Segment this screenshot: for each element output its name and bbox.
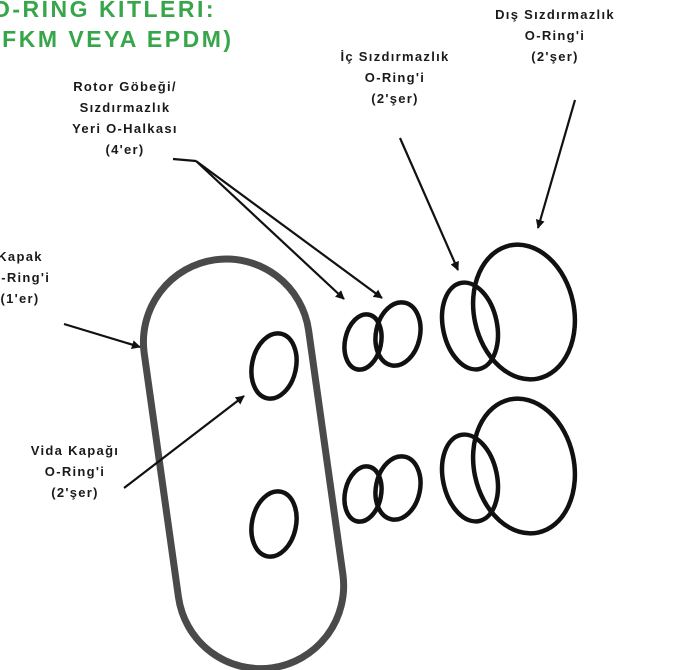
label-rotor-hub-line-1: Rotor Göbeği/ — [73, 79, 177, 94]
label-cover-line-2: O-Ring'i — [0, 270, 51, 285]
screw-cap-o-ring-bottom — [249, 489, 299, 559]
label-inner-seal-o-ring: İç Sızdırmazlık O-Ring'i (2'şer) — [320, 46, 470, 109]
label-outer-seal-line-1: Dış Sızdırmazlık — [495, 7, 615, 22]
leader-rotor-hub-2 — [195, 160, 383, 299]
cover-gasket — [139, 255, 348, 670]
leader-rotor-hub-base — [172, 157, 197, 163]
label-cover-line-3: (1'er) — [0, 291, 40, 306]
label-outer-seal-line-3: (2'şer) — [531, 49, 579, 64]
rotor-hub-o-ring-3 — [342, 464, 384, 524]
label-screw-cap-line-1: Vida Kapağı — [30, 443, 120, 458]
rotor-hub-o-ring-4 — [373, 454, 423, 522]
outer-seal-o-ring-top — [470, 242, 578, 382]
label-inner-seal-line-2: O-Ring'i — [364, 70, 426, 85]
label-rotor-hub-line-3: Yeri O-Halkası — [72, 121, 178, 136]
label-screw-cap-line-3: (2'şer) — [51, 485, 99, 500]
leader-cover — [63, 322, 141, 349]
label-outer-seal-line-2: O-Ring'i — [524, 28, 586, 43]
label-rotor-hub-line-4: (4'er) — [105, 142, 145, 157]
rotor-hub-o-ring-1 — [342, 312, 384, 372]
leader-screw-cap — [123, 395, 245, 489]
label-cover-o-ring: Kapak O-Ring'i (1'er) — [0, 246, 70, 309]
label-outer-seal-o-ring: Dış Sızdırmazlık O-Ring'i (2'şer) — [480, 4, 630, 67]
label-rotor-hub-o-ring: Rotor Göbeği/ Sızdırmazlık Yeri O-Halkas… — [40, 76, 210, 160]
leader-rotor-hub-1 — [195, 160, 345, 300]
leader-inner-seal — [398, 137, 460, 271]
rotor-hub-o-ring-2 — [373, 300, 423, 368]
title-line-2: (FKM VEYA EPDM) — [0, 26, 234, 52]
label-inner-seal-line-1: İç Sızdırmazlık — [340, 49, 450, 64]
leader-outer-seal — [535, 99, 577, 229]
outer-seal-o-ring-bottom — [470, 396, 578, 536]
title-line-1: O-RING KİTLERİ: — [0, 0, 217, 22]
label-inner-seal-line-3: (2'şer) — [371, 91, 419, 106]
inner-seal-o-ring-bottom — [439, 432, 501, 524]
screw-cap-o-ring-top — [249, 331, 299, 401]
inner-seal-o-ring-top — [439, 280, 501, 372]
label-rotor-hub-line-2: Sızdırmazlık — [79, 100, 171, 115]
label-screw-cap-line-2: O-Ring'i — [44, 464, 106, 479]
label-screw-cap-o-ring: Vida Kapağı O-Ring'i (2'şer) — [0, 440, 150, 503]
label-cover-line-1: Kapak — [0, 249, 43, 264]
